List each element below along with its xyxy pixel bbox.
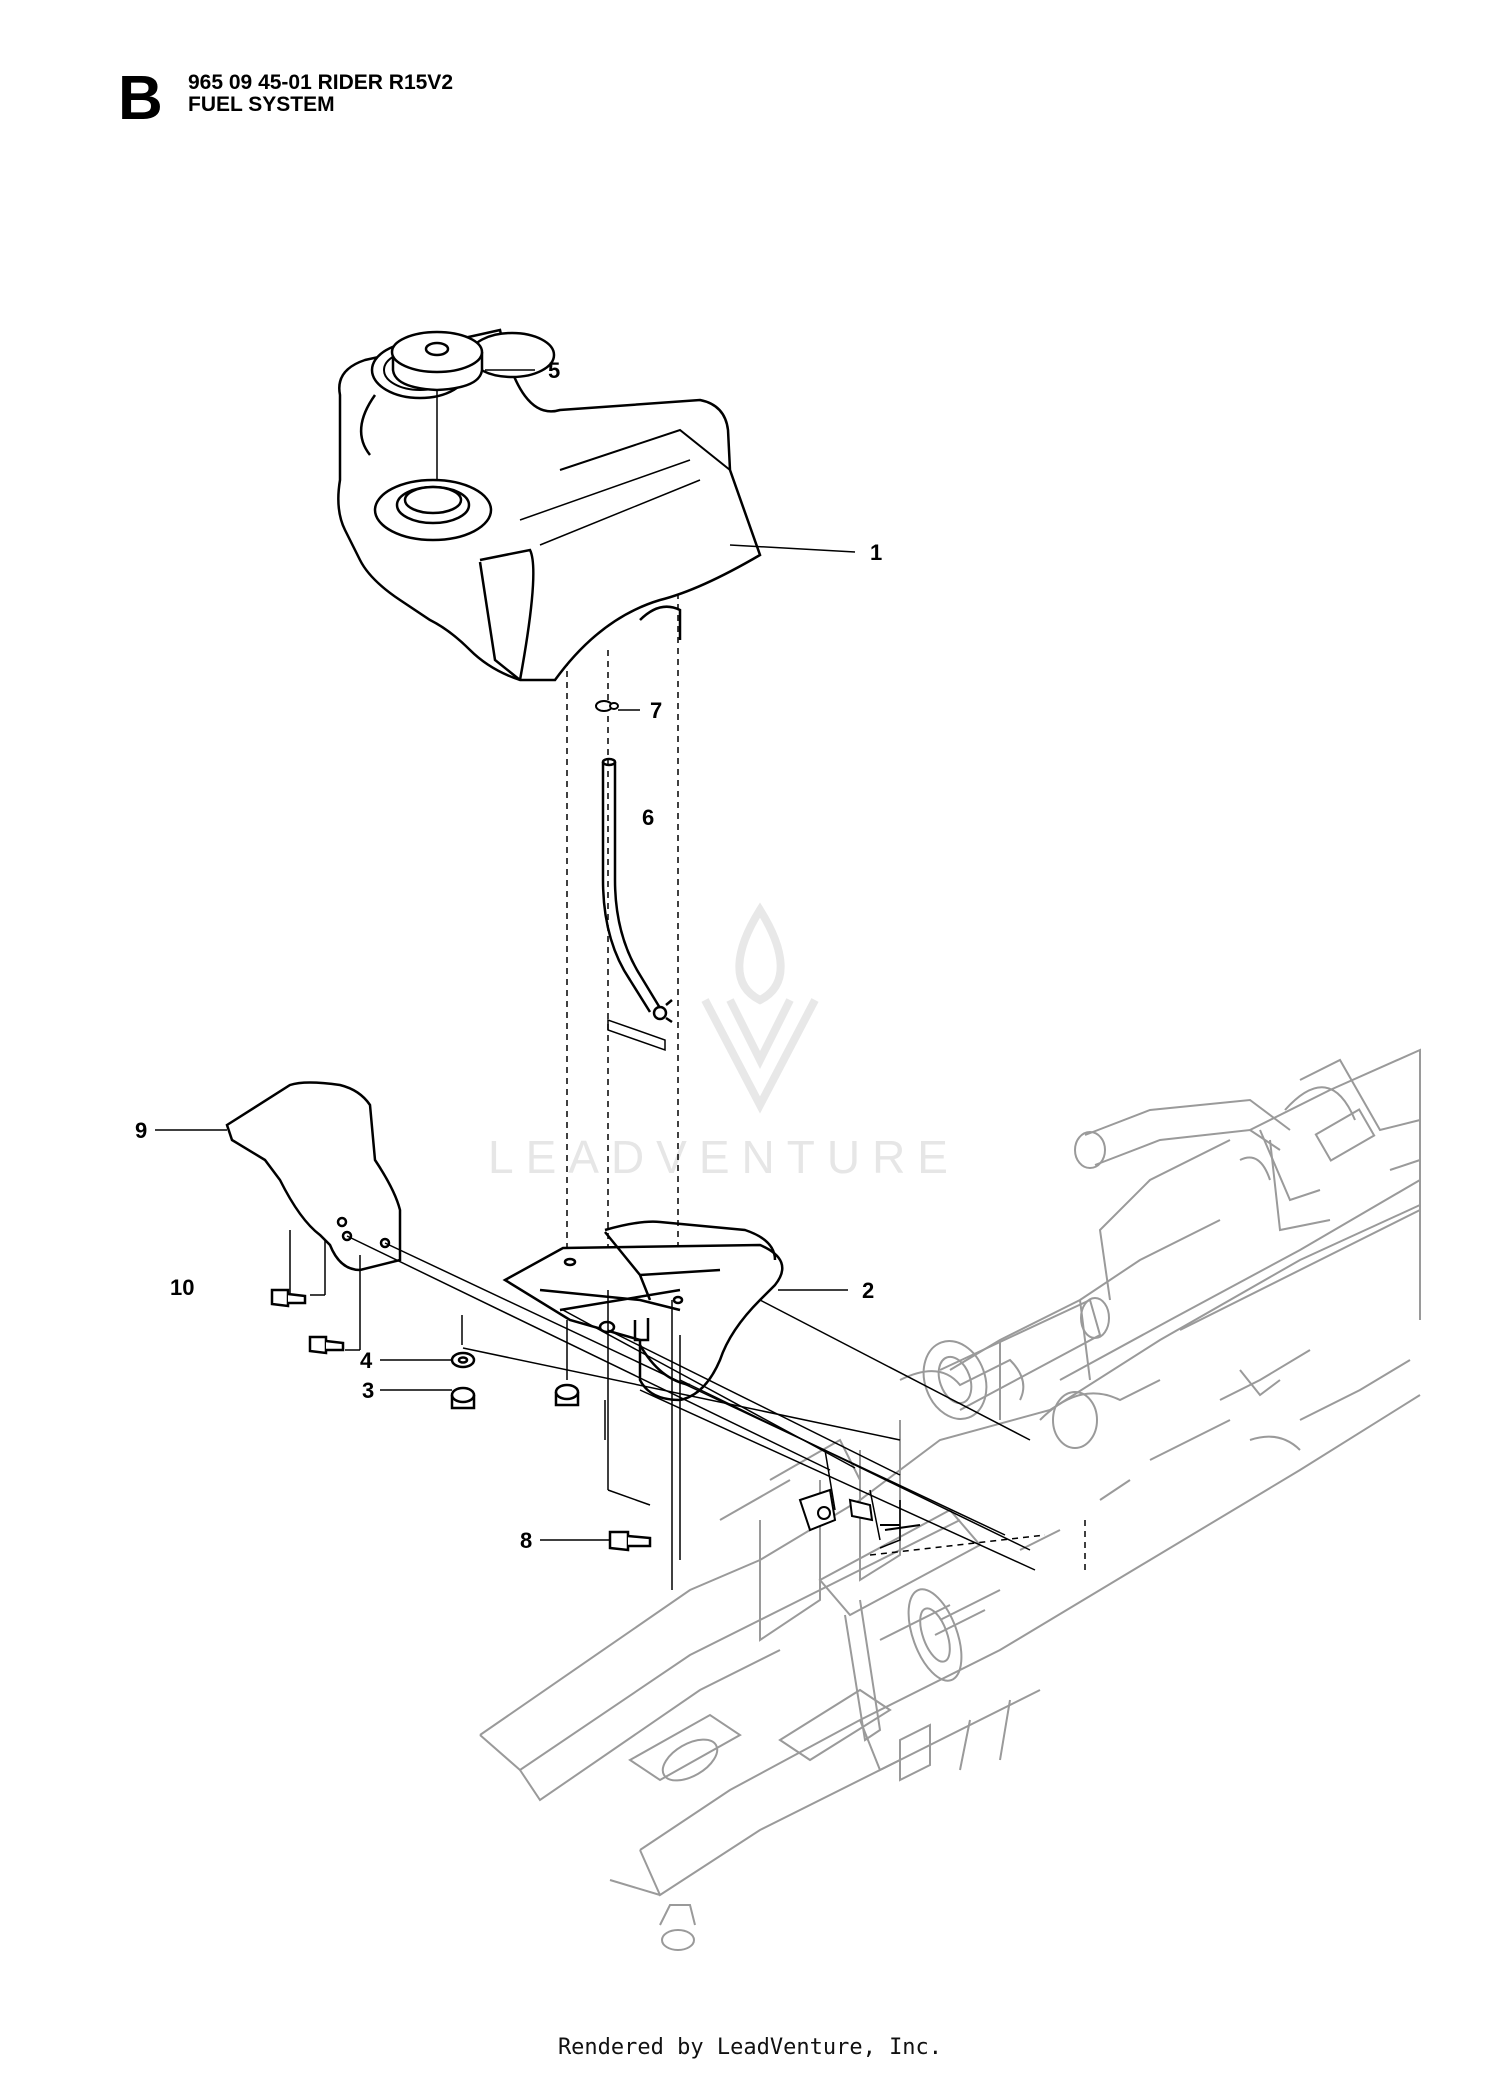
watermark-logo — [701, 902, 819, 1114]
callout-10: 10 — [170, 1275, 194, 1300]
callout-9: 9 — [135, 1118, 147, 1143]
watermark-text: LEADVENTURE — [488, 1131, 960, 1183]
part-9-heat-shield — [225, 1081, 402, 1350]
frame-hardware — [798, 1488, 921, 1532]
connection-lines — [289, 1018, 1036, 1590]
part-8-bolt — [608, 1530, 652, 1552]
callout-2: 2 — [862, 1278, 874, 1303]
part-2-tank-bracket — [502, 1220, 784, 1402]
leader-lines — [155, 369, 856, 1541]
dashed-guides — [566, 528, 1086, 1570]
render-credit: Rendered by LeadVenture, Inc. — [557, 2035, 943, 2060]
part-4-washer — [450, 1351, 476, 1369]
part-3-nut — [450, 1386, 476, 1410]
part-3-nut-second — [554, 1383, 580, 1407]
part-6-fuel-hose — [601, 757, 673, 1024]
callout-6: 6 — [642, 805, 654, 830]
system-title: FUEL SYSTEM — [188, 93, 335, 116]
part-7-hose-clamp — [595, 700, 619, 712]
callout-3: 3 — [362, 1378, 374, 1403]
part-5-fuel-cap — [390, 330, 484, 392]
callout-5: 5 — [548, 358, 560, 383]
model-title: 965 09 45-01 RIDER R15V2 — [188, 71, 453, 94]
fuel-neck — [373, 478, 493, 542]
section-letter: B — [118, 64, 163, 133]
callout-7: 7 — [650, 698, 662, 723]
callout-numbers: 5 1 7 6 9 10 2 4 3 8 — [135, 358, 882, 1553]
callout-1: 1 — [870, 540, 882, 565]
part-10-bolt-upper — [270, 1288, 307, 1308]
chassis-frame — [479, 1048, 1421, 1951]
part-10-bolt-lower — [308, 1335, 345, 1355]
callout-4: 4 — [360, 1348, 373, 1373]
callout-8: 8 — [520, 1528, 532, 1553]
